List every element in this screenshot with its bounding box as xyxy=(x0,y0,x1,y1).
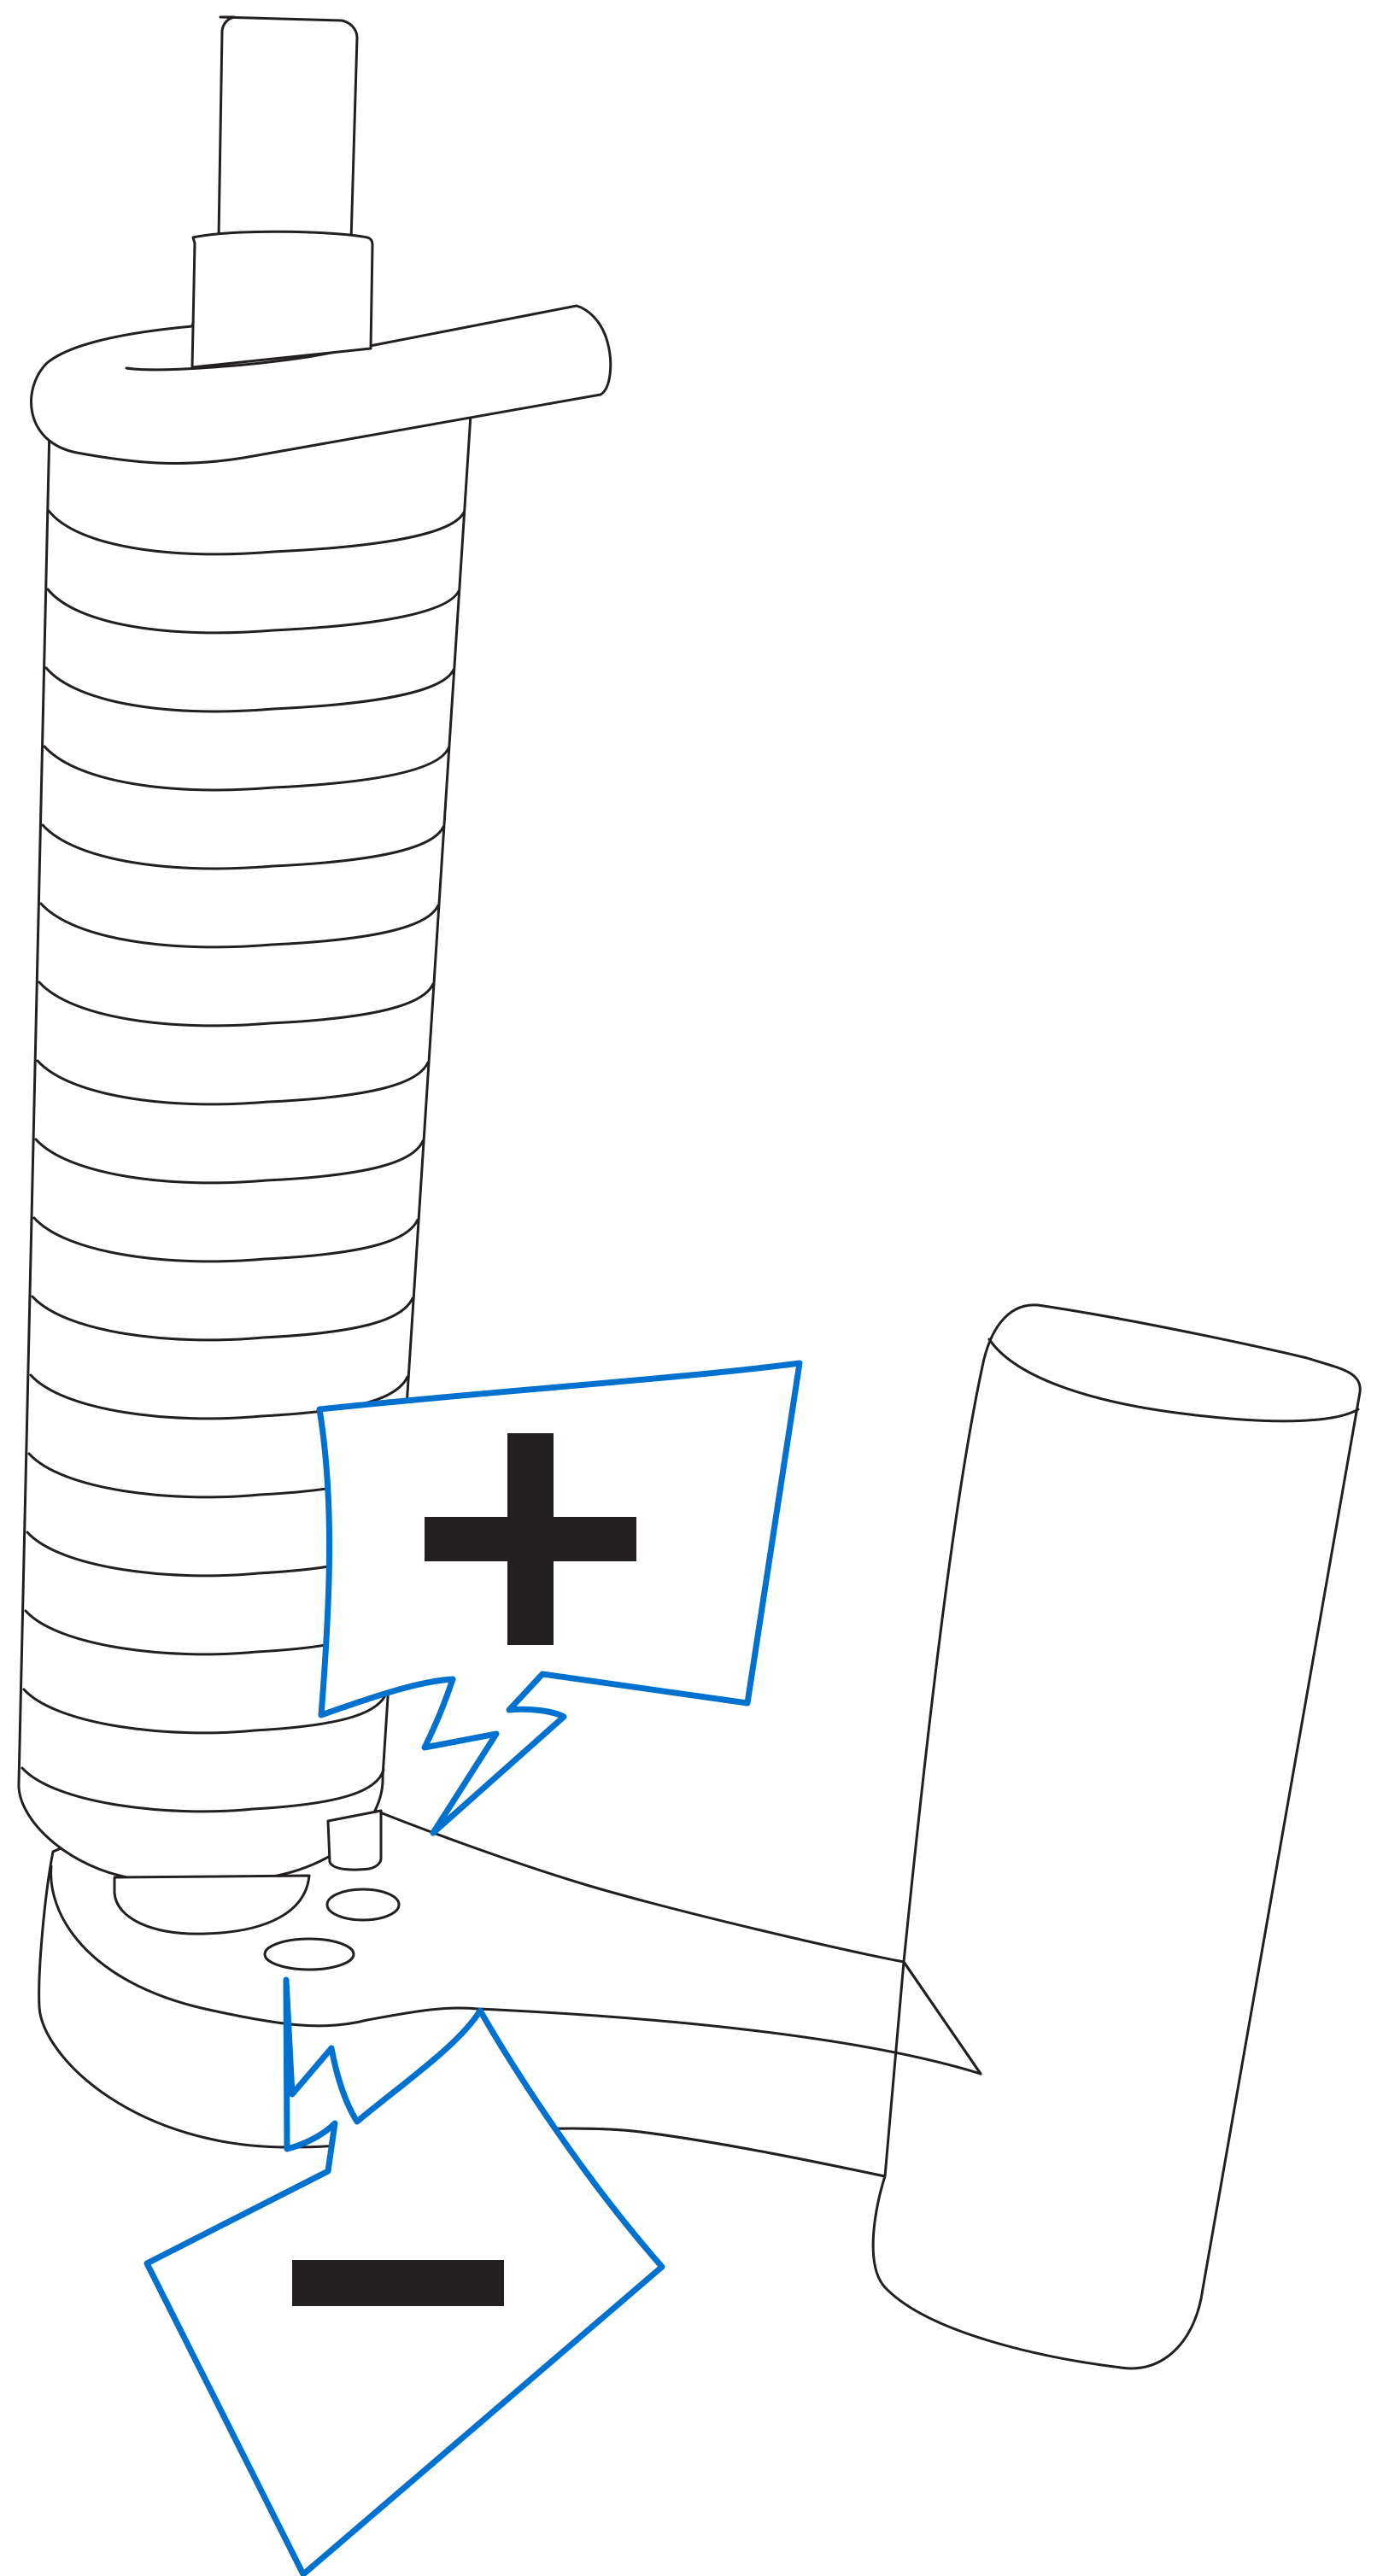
dose-counter-collar xyxy=(30,304,612,465)
positive-callout xyxy=(316,1360,803,1836)
negative-callout xyxy=(144,1976,665,2576)
spray-hole-1 xyxy=(325,1888,401,1922)
stem xyxy=(190,15,374,369)
spray-hole-2 xyxy=(263,1937,355,1971)
minus-icon xyxy=(292,2260,504,2306)
nozzle-fittings xyxy=(113,1809,401,1971)
plus-icon xyxy=(425,1433,636,1645)
mouthpiece-opening-rim xyxy=(987,1338,1360,1423)
mouthpiece-channel xyxy=(50,1865,982,2075)
